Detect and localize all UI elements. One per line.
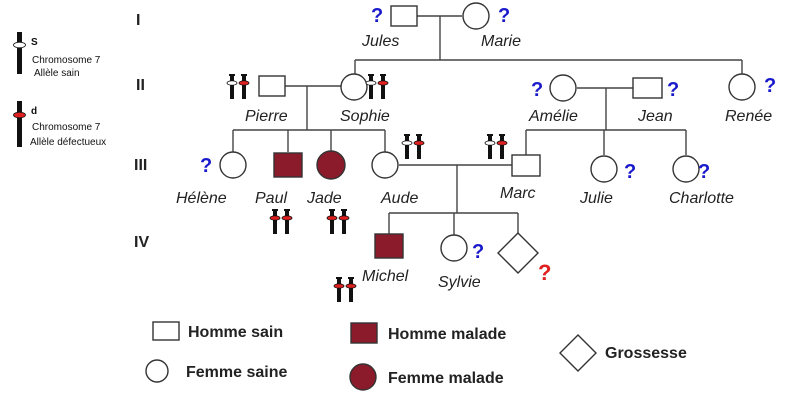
person-renee-female <box>728 73 756 101</box>
question-mark-julie: ? <box>624 161 636 183</box>
defective-allele-line2: Allèle défectueux <box>30 137 106 148</box>
person-charlotte-female <box>672 155 700 183</box>
name-sophie: Sophie <box>340 108 390 125</box>
healthy-allele-line1: Chromosome 7 <box>32 55 101 66</box>
legend-femme-malade: Femme malade <box>388 370 504 387</box>
legend-femme-saine: Femme saine <box>186 364 287 381</box>
person-jules-male <box>390 5 418 27</box>
legend-homme-malade: Homme malade <box>388 326 506 343</box>
person-jade-affected-female <box>316 150 346 180</box>
name-charlotte: Charlotte <box>669 190 734 207</box>
name-pierre: Pierre <box>245 108 288 125</box>
person-paul-affected-male <box>273 152 303 178</box>
legend-grossesse: Grossesse <box>605 345 687 362</box>
side-legend-healthy-allele: S Chromosome 7 Allèle sain <box>13 32 101 79</box>
name-amelie: Amélie <box>528 108 578 125</box>
legend-male-healthy-icon <box>152 321 180 341</box>
name-jules: Jules <box>361 33 399 50</box>
generation-label-2: II <box>136 77 145 94</box>
chromosome-pair-paul <box>269 208 293 235</box>
chromosome-pair-michel <box>333 276 357 303</box>
name-helene: Hélène <box>176 190 227 207</box>
chromosome-pair-aude <box>401 133 425 160</box>
legend: Homme sain Femme saine Homme malade Femm… <box>145 321 687 391</box>
name-julie: Julie <box>579 190 613 207</box>
name-jean: Jean <box>637 108 673 125</box>
chromosome-pair-pierre <box>226 73 250 100</box>
pregnancy-diamond <box>497 232 539 274</box>
person-aude-female <box>371 151 399 179</box>
defective-allele-letter: d <box>31 106 37 117</box>
person-marie-female <box>462 2 490 30</box>
legend-male-affected-icon <box>350 322 378 344</box>
generation-label-3: III <box>134 157 147 174</box>
name-renee: Renée <box>725 108 772 125</box>
legend-homme-sain: Homme sain <box>188 324 283 341</box>
name-jade: Jade <box>306 190 342 207</box>
healthy-allele-letter: S <box>31 37 38 48</box>
legend-pregnancy-icon <box>559 334 597 372</box>
name-aude: Aude <box>380 190 418 207</box>
person-sylvie-female <box>440 234 468 262</box>
legend-female-healthy-icon <box>145 359 169 383</box>
question-mark-marie: ? <box>498 5 510 27</box>
person-pierre-male <box>258 75 286 97</box>
question-mark-renee: ? <box>764 75 776 97</box>
question-mark-jean: ? <box>667 79 679 101</box>
name-marc: Marc <box>500 185 536 202</box>
question-mark-sylvie: ? <box>472 241 484 263</box>
generation-label-1: I <box>136 12 140 29</box>
generation-label-4: IV <box>134 234 149 251</box>
name-michel: Michel <box>362 268 409 285</box>
name-sylvie: Sylvie <box>438 274 481 291</box>
person-michel-affected-male <box>374 233 404 259</box>
defective-allele-line1: Chromosome 7 <box>32 122 101 133</box>
question-mark-amelie: ? <box>531 79 543 101</box>
name-paul: Paul <box>255 190 287 207</box>
legend-female-affected-icon <box>349 363 377 391</box>
question-mark-helene: ? <box>200 155 212 177</box>
person-helene-female <box>219 151 247 179</box>
question-mark-pregnancy: ? <box>538 260 551 285</box>
chromosome-pair-sophie <box>365 73 389 100</box>
chromosome-pair-jade <box>326 208 350 235</box>
pedigree-lines <box>232 15 743 235</box>
person-jean-male <box>632 77 663 99</box>
person-amelie-female <box>549 74 577 102</box>
person-julie-female <box>590 155 618 183</box>
person-sophie-female <box>340 73 368 101</box>
chromosome-pair-marc <box>484 133 508 160</box>
person-marc-male <box>511 154 541 177</box>
name-marie: Marie <box>481 33 521 50</box>
side-legend-defective-allele: d Chromosome 7 Allèle défectueux <box>13 101 106 148</box>
question-mark-jules: ? <box>371 5 383 27</box>
question-mark-charlotte: ? <box>698 161 710 183</box>
healthy-allele-line2: Allèle sain <box>34 68 80 79</box>
